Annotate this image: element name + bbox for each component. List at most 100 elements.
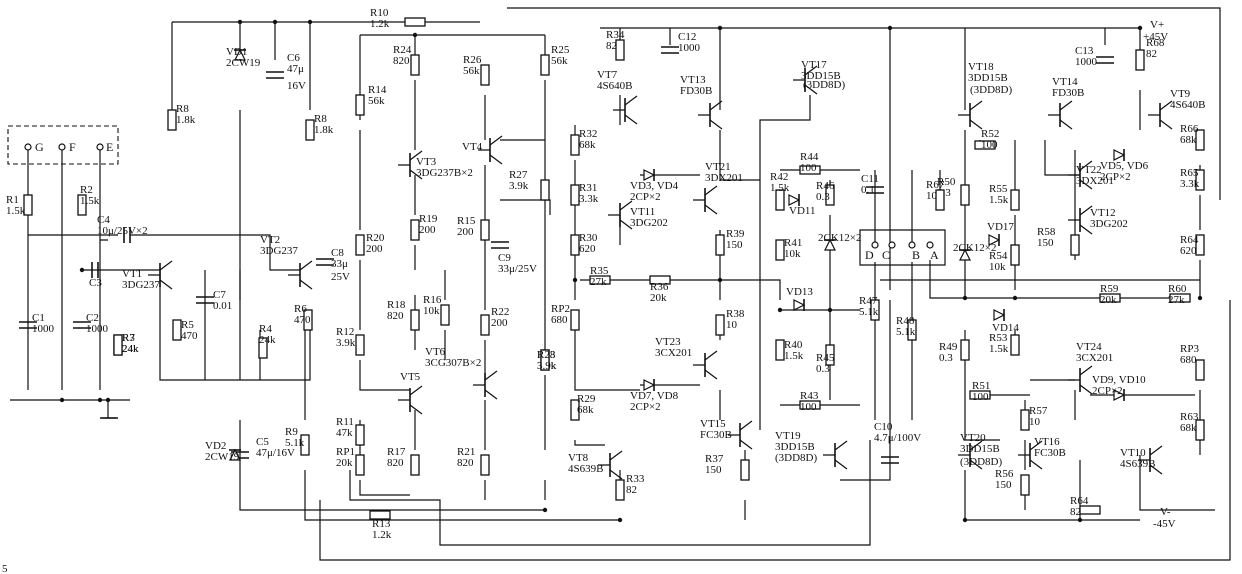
vminus-value: -45V	[1153, 518, 1176, 530]
transistor-vt18-type: 3DD15B	[968, 72, 1008, 84]
resistor-r67-name: R67	[926, 179, 945, 191]
resistor-r40-value: 1.5k	[784, 350, 804, 362]
resistor-r7-value: 24k	[122, 343, 139, 355]
resistor-r22-value: 200	[491, 317, 508, 329]
transistor-vt9-type: 4S640B	[1170, 99, 1205, 111]
resistor-r57-name: R57	[1029, 405, 1048, 417]
resistor-r20-name: R20	[366, 232, 385, 244]
resistor-r38-value: 10	[726, 319, 738, 331]
transistor-vt11-type: 3DG202	[630, 217, 668, 229]
capacitor-c8v-value: 25V	[331, 271, 350, 283]
resistor-r8b-value: 1.8k	[314, 124, 334, 136]
resistor-r17-value: 820	[387, 457, 404, 469]
capacitor-c1-name: C1	[32, 312, 45, 324]
transistor-vt24-name: VT24	[1076, 341, 1102, 353]
capacitor-c8-name: C8	[331, 247, 344, 259]
capacitor-c9-value: 33μ/25V	[498, 263, 537, 275]
resistor-r21-value: 820	[457, 457, 474, 469]
resistor-r33-name: R33	[626, 473, 645, 485]
resistor-r34-name: R34	[606, 29, 625, 41]
input-terminal-block: G F E	[7, 125, 119, 419]
resistor-r43-value: 100	[800, 401, 817, 413]
terminal-e[interactable]	[96, 143, 104, 151]
terminal-f[interactable]	[58, 143, 66, 151]
connector-pin-d[interactable]	[871, 241, 879, 249]
transistor-vt1-name: VT1	[122, 268, 142, 280]
resistor-r34-value: 82	[606, 40, 617, 52]
transistor-vt5: VT5	[398, 371, 423, 415]
terminal-f-label: F	[69, 140, 76, 154]
connector-pin-c[interactable]	[888, 241, 896, 249]
resistor-r14-name: R14	[368, 84, 387, 96]
resistor-r32-value: 68k	[579, 139, 596, 151]
resistor-r47-name: R47	[859, 295, 878, 307]
capacitor-c5-value: 47μ/16V	[256, 447, 295, 459]
diode-vd56-name: VD5, VD6	[1100, 160, 1149, 172]
resistor-r49-name: R49	[939, 341, 958, 353]
transistor-vt22-type: 3DX201	[1076, 175, 1114, 187]
transistor-layer: VT13DG237VT23DG237VT33DG237B×2VT4VT5VT63…	[122, 59, 1205, 480]
resistor-r53-value: 1.5k	[989, 343, 1009, 355]
resistor-r50-name: R50	[937, 176, 956, 188]
resistor-r42-value: 1.5k	[770, 182, 790, 194]
resistor-r25-value: 56k	[551, 55, 568, 67]
resistor-r58-value: 150	[1037, 237, 1054, 249]
terminal-g[interactable]	[24, 143, 32, 151]
resistor-r26-name: R26	[463, 54, 482, 66]
resistor-r1-value: 1.5k	[6, 205, 26, 217]
resistor-r41-value: 10k	[784, 248, 801, 260]
capacitor-c12-value: 1000	[678, 42, 701, 54]
capacitor-c3: C3	[89, 262, 102, 289]
transistor-vt2-name: VT2	[260, 234, 280, 246]
diode-vd13: VD13	[786, 286, 813, 311]
resistor-r29-value: 68k	[577, 404, 594, 416]
transistor-vt24-type: 3CX201	[1076, 352, 1113, 364]
connector-pin-a[interactable]	[926, 241, 934, 249]
transistor-vt17-type: 3DD15B	[801, 70, 841, 82]
capacitor-c2-name: C2	[86, 312, 99, 324]
resistor-r9-name: R9	[285, 426, 298, 438]
connector-label-a: A	[930, 248, 939, 262]
resistor-r39-name: R39	[726, 228, 745, 240]
resistor-r40-name: R40	[784, 339, 803, 351]
resistor-r12-name: R12	[336, 326, 354, 338]
resistor-r14-value: 56k	[368, 95, 385, 107]
resistor-r45-value: 0.3	[816, 363, 830, 375]
connector-pin-b[interactable]	[908, 241, 916, 249]
transistor-vt16-type: FC30B	[1034, 447, 1066, 459]
transistor-vt9-name: VT9	[1170, 88, 1191, 100]
connector-label-b: B	[912, 248, 920, 262]
diode-vd1-type: 2CW19	[226, 57, 261, 69]
resistor-r59-name: R59	[1100, 283, 1119, 295]
transistor-vt1-type: 3DG237	[122, 279, 160, 291]
diode-vd11: VD11	[788, 194, 815, 217]
diode-vd78-name: VD7, VD8	[630, 390, 679, 402]
resistor-r18-value: 820	[387, 310, 404, 322]
resistor-r4-value: 24k	[259, 334, 276, 346]
resistor-r46-name: R46	[816, 180, 835, 192]
resistor-r49-value: 0.3	[939, 352, 953, 364]
